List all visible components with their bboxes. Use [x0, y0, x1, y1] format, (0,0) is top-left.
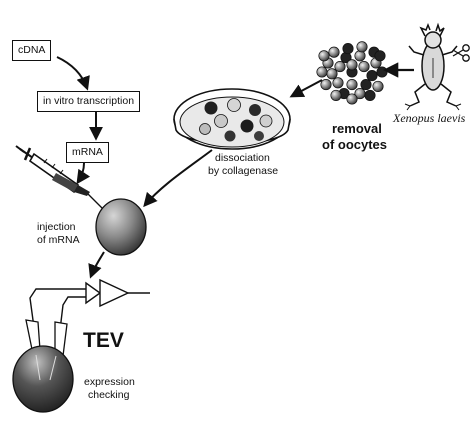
cluster-oocyte [358, 61, 370, 73]
cluster-oocyte [364, 89, 376, 101]
arrow-cdna-to-transcription [56, 56, 90, 91]
cluster-oocyte [372, 80, 384, 92]
arrow-dish-to-oocyte [143, 149, 213, 208]
cluster-oocyte [316, 66, 328, 78]
arrow-mrna-to-syringe [76, 162, 91, 185]
expression-label-line1: expression [84, 376, 135, 388]
cluster-oocyte [376, 66, 388, 78]
cluster-oocyte [346, 79, 358, 91]
cluster-oocyte [330, 89, 342, 101]
cluster-oocyte [320, 79, 332, 91]
cluster-oocyte [334, 61, 346, 73]
dissociation-label-line1: dissociation [215, 152, 270, 164]
injected-oocyte [95, 198, 147, 256]
cdna-box: cDNA [12, 40, 52, 61]
tev-amplifier-setup [29, 278, 150, 373]
arrow-cluster-to-dish [289, 79, 323, 98]
cluster-oocyte [342, 43, 354, 55]
recording-oocyte [12, 345, 74, 413]
tev-label: TEV [83, 329, 124, 352]
cluster-oocyte [354, 50, 366, 62]
cluster-oocyte [356, 41, 368, 53]
scissors-icon [452, 44, 470, 62]
removal-label-line2: of oocytes [322, 137, 388, 152]
cluster-oocyte [366, 70, 378, 82]
expression-label-line2: checking [88, 389, 130, 401]
cluster-oocyte [346, 93, 358, 105]
removal-label-line1: removal [332, 121, 382, 136]
oocyte-cluster-icon [316, 41, 388, 105]
cluster-oocyte [332, 77, 344, 89]
injection-label-line2: of mRNA [37, 234, 80, 246]
arrow-oocyte-to-tev [88, 251, 105, 279]
cluster-oocyte [346, 59, 358, 71]
cluster-oocyte [318, 50, 330, 62]
transcription-box: in vitro transcription [37, 91, 141, 112]
cluster-oocyte [328, 46, 340, 58]
injection-label-line1: injection [37, 221, 76, 233]
cluster-oocyte [374, 50, 386, 62]
cluster-oocyte [360, 79, 372, 91]
petri-dish-icon [173, 88, 291, 150]
frog-icon [404, 22, 462, 111]
cluster-oocyte [326, 68, 338, 80]
mrna-box: mRNA [66, 142, 109, 163]
species-label: Xenopus laevis [393, 111, 466, 125]
dissociation-label-line2: by collagenase [208, 165, 279, 177]
